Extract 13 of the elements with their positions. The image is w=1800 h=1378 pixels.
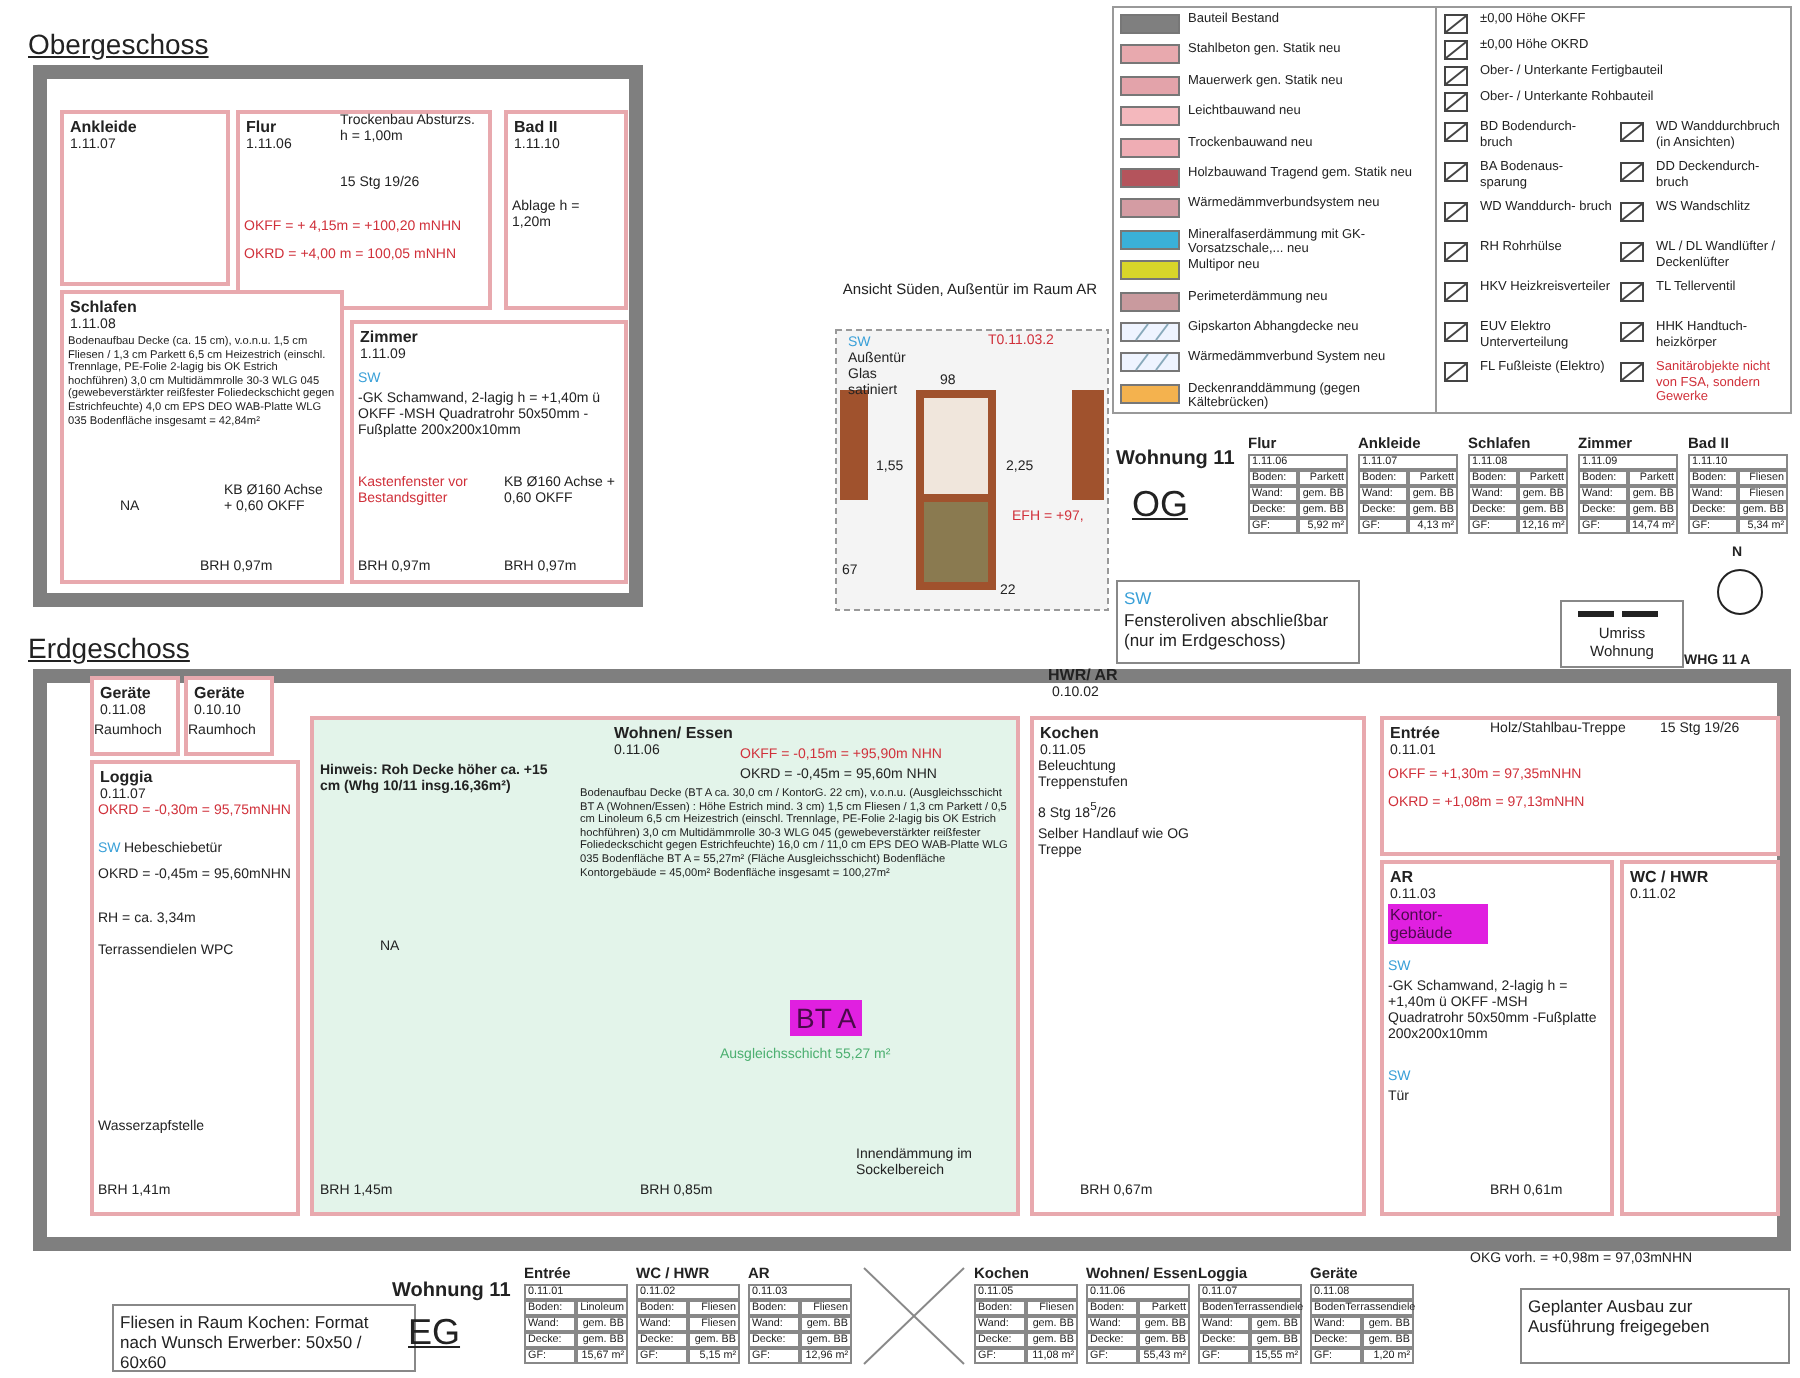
note-box	[1560, 600, 1684, 668]
note-box	[1520, 1288, 1790, 1364]
floor-code: OG	[1132, 484, 1189, 524]
floor-heading: Erdgeschoss	[28, 632, 190, 664]
note-text: Geplanter Ausbau zur Ausführung freigegeben	[1528, 1296, 1712, 1336]
apartment-title: Wohnung 11	[392, 1280, 511, 1304]
note-text: SW	[1124, 588, 1154, 608]
note-box	[1116, 580, 1360, 664]
note-text: Fensteroliven abschließbar (nur im Erdgeschoss)	[1124, 610, 1331, 650]
floor-heading: Obergeschoss	[28, 28, 209, 60]
floor-code: EG	[408, 1312, 461, 1352]
apartment-title: Wohnung 11	[1116, 448, 1235, 472]
note-text: Fliesen in Raum Kochen: Format nach Wunsch Erwerber: 50x50 / 60x60	[120, 1312, 371, 1372]
